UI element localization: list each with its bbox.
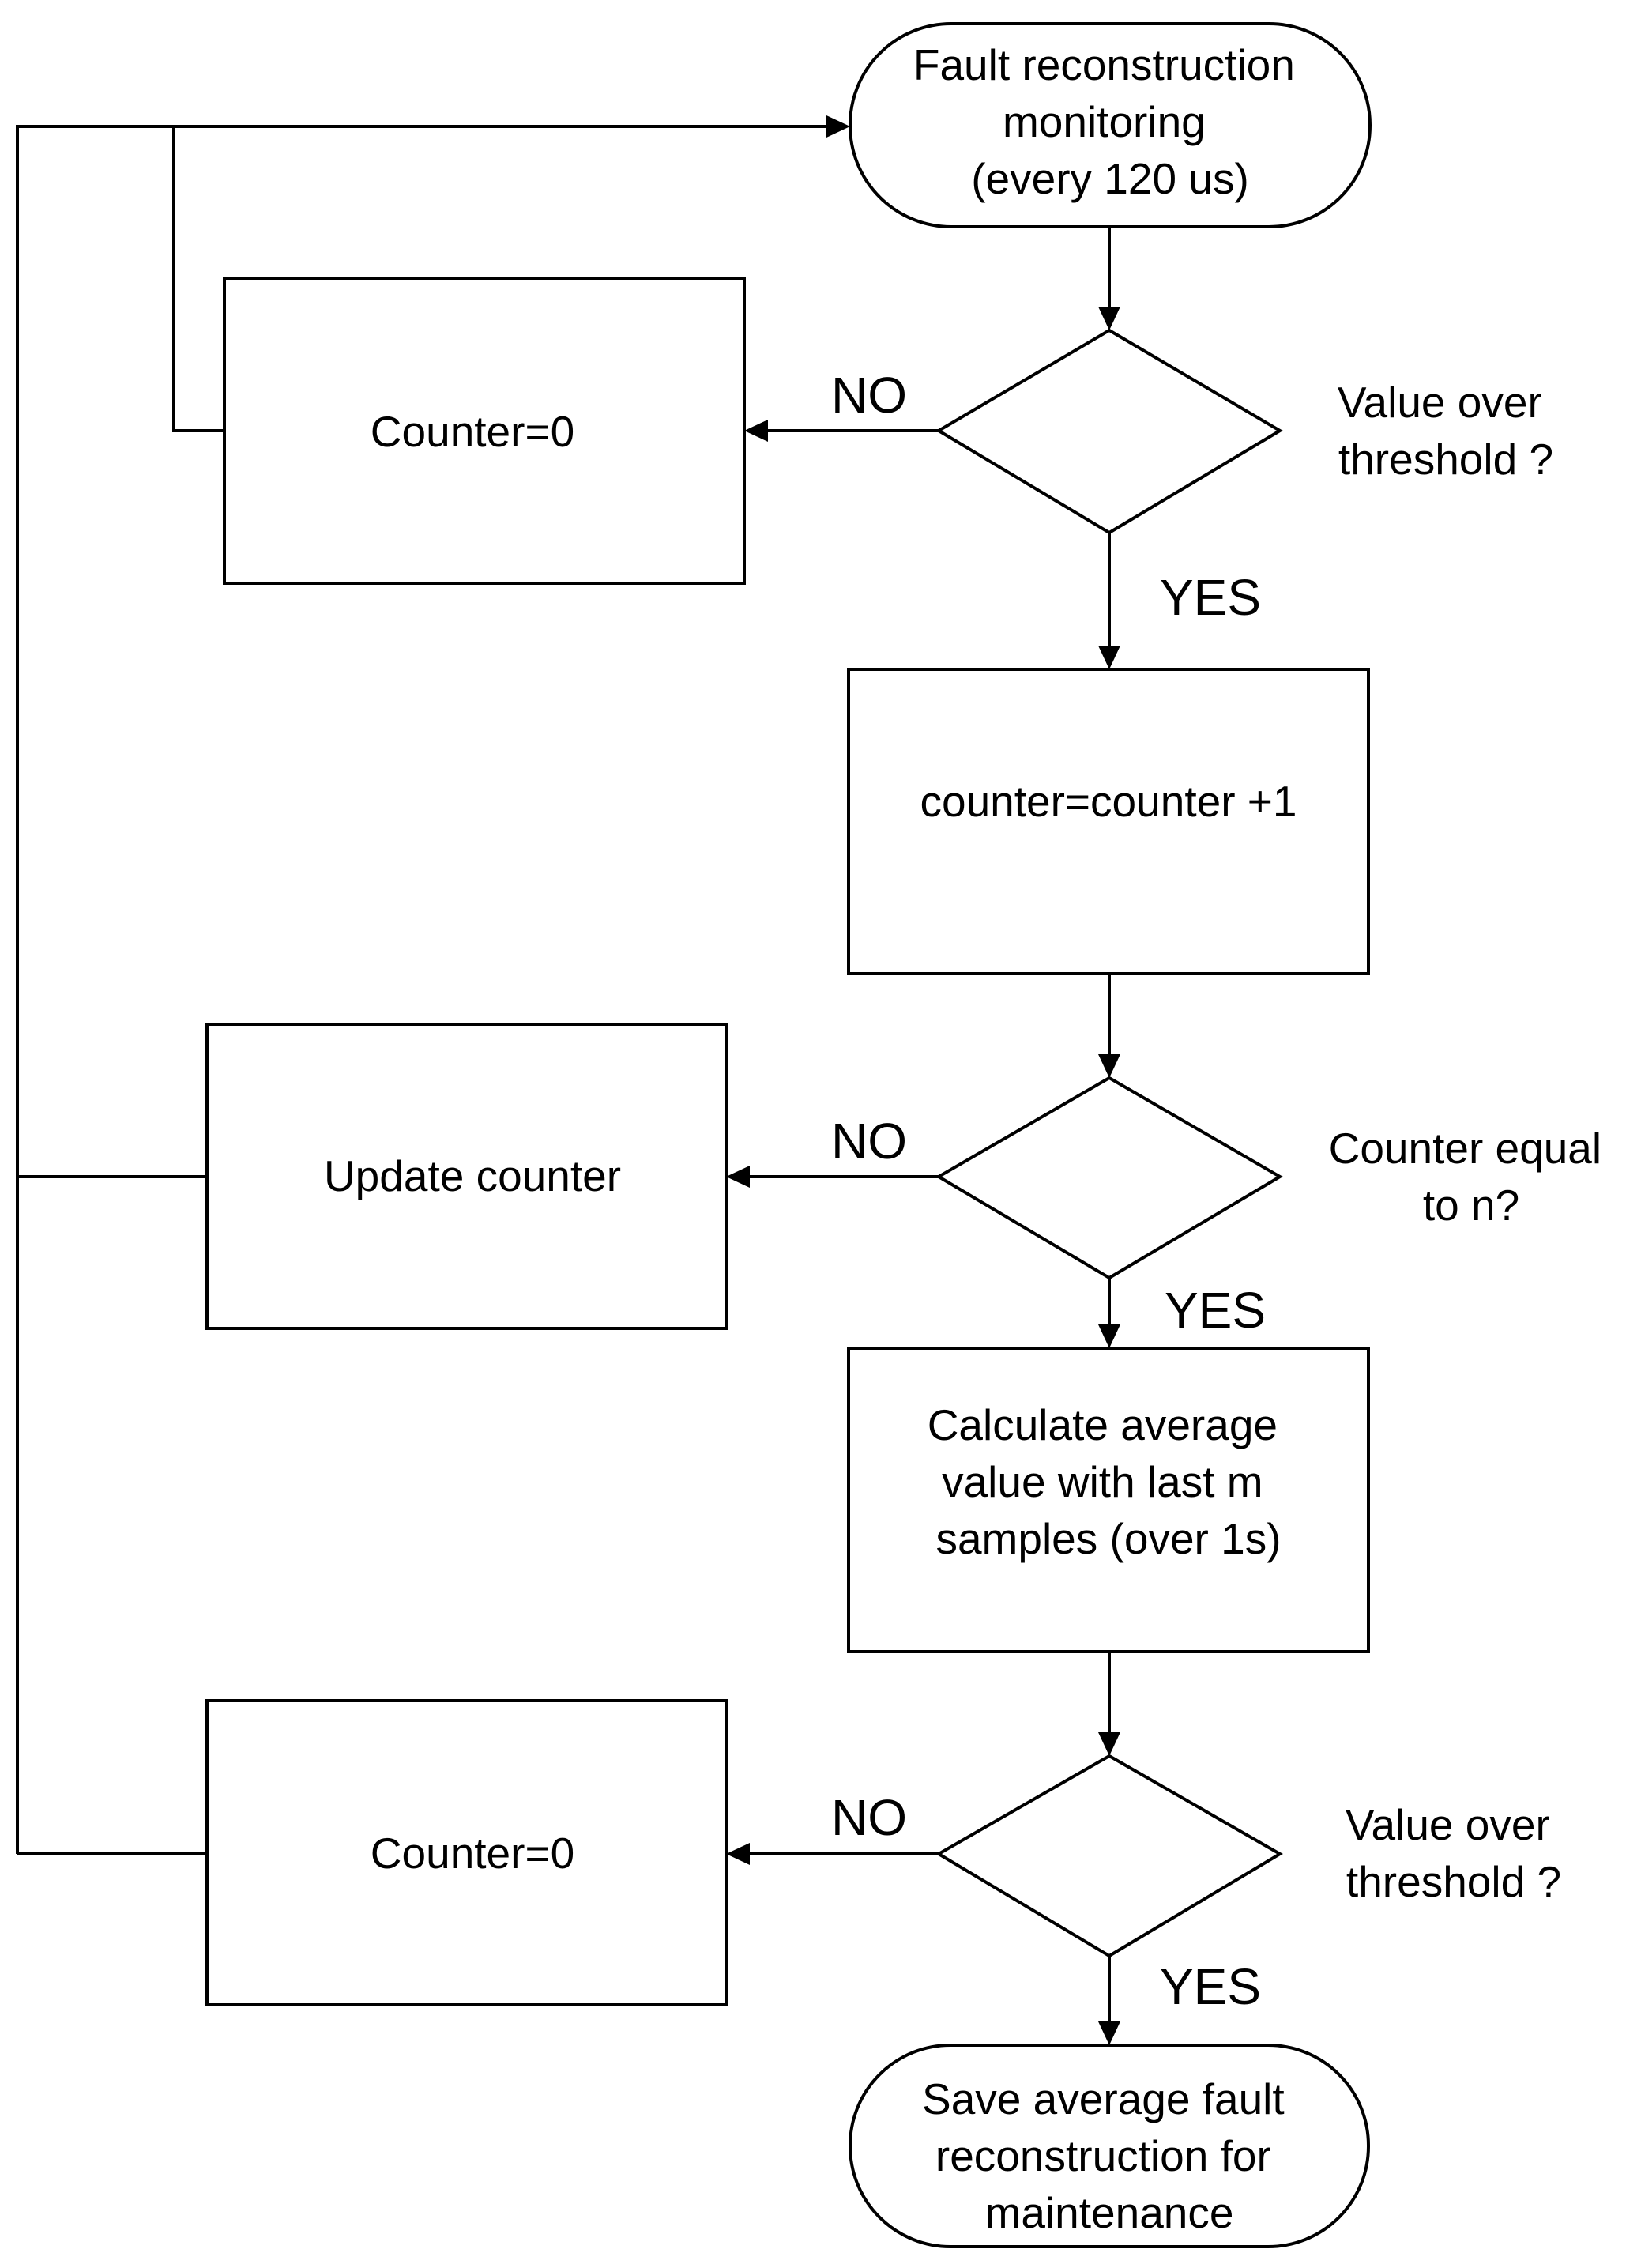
decision-counter-n — [935, 1076, 1283, 1280]
edge-label-yes-2: YES — [1165, 1282, 1266, 1339]
arrowhead — [1098, 2021, 1120, 2045]
arrowhead — [744, 420, 768, 442]
update-counter-label: Update counter — [324, 1151, 621, 1200]
feedback-loop-reset-1 — [172, 126, 224, 432]
update-counter-box: Update counter — [205, 1023, 728, 1330]
arrowhead — [1098, 1054, 1120, 1078]
arrowhead — [726, 1166, 750, 1188]
start-label: Fault reconstruction monitoring (every 1… — [913, 40, 1307, 203]
end-terminal: Save average fault reconstruction for ma… — [849, 2044, 1370, 2248]
edge-label-no-2: NO — [831, 1113, 907, 1170]
decision-question-2: Counter equal to n? — [1329, 1124, 1614, 1230]
arrowhead — [826, 115, 850, 138]
decision-question-3: Value over threshold ? — [1346, 1800, 1562, 1906]
arrowhead — [1098, 646, 1120, 669]
connectors — [16, 115, 1120, 2045]
arrowhead — [1098, 1732, 1120, 1756]
reset-counter-label-2: Counter=0 — [371, 1829, 574, 1878]
decision-threshold-1 — [935, 328, 1283, 535]
increment-counter-box: counter=counter +1 — [847, 668, 1370, 975]
reset-counter-box-2: Counter=0 — [205, 1699, 728, 2006]
edge-label-yes-3: YES — [1160, 1958, 1261, 2015]
feedback-return-line — [16, 125, 830, 1854]
decision-threshold-2 — [935, 1754, 1283, 1958]
increment-counter-label: counter=counter +1 — [920, 777, 1297, 826]
arrowhead — [1098, 307, 1120, 330]
edge-label-no-1: NO — [831, 367, 907, 424]
arrowhead — [726, 1843, 750, 1865]
arrowhead — [1098, 1324, 1120, 1348]
reset-counter-label-1: Counter=0 — [371, 407, 574, 456]
start-terminal: Fault reconstruction monitoring (every 1… — [849, 22, 1372, 228]
end-label: Save average fault reconstruction for ma… — [922, 2074, 1297, 2237]
calculate-average-box: Calculate average value with last m samp… — [847, 1347, 1370, 1653]
edge-label-no-3: NO — [831, 1789, 907, 1846]
edge-label-yes-1: YES — [1160, 569, 1261, 626]
calculate-average-label: Calculate average value with last m samp… — [928, 1400, 1290, 1563]
reset-counter-box-1: Counter=0 — [223, 277, 746, 585]
decision-question-1: Value over threshold ? — [1338, 378, 1554, 484]
